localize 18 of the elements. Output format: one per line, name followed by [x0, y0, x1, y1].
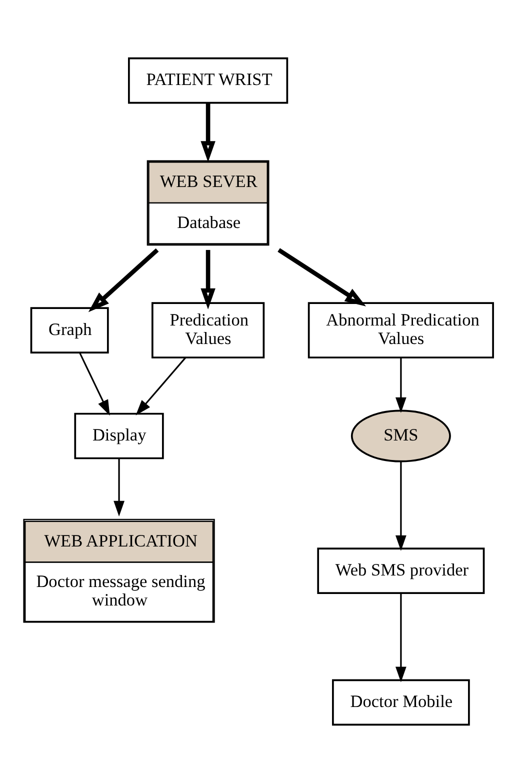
node-box: Doctor Mobile	[332, 679, 470, 726]
node-box: Display	[74, 412, 164, 460]
arrow	[200, 103, 215, 162]
arrow	[394, 462, 406, 551]
node-box: Web SMS provider	[316, 548, 484, 594]
arrow	[78, 352, 110, 416]
arrow	[113, 458, 124, 517]
node-ellipse: SMS	[350, 410, 450, 462]
arrow	[135, 357, 186, 416]
node-box: PATIENT WRIST	[128, 57, 288, 104]
arrow	[394, 358, 406, 413]
arrow	[200, 250, 215, 310]
arrow	[88, 248, 158, 312]
node-box: Predication Values	[151, 302, 264, 358]
node-box: Abnormal Predication Values	[307, 302, 494, 358]
arrow	[394, 593, 406, 682]
arrow	[277, 248, 366, 306]
node-box: Graph	[30, 307, 108, 354]
